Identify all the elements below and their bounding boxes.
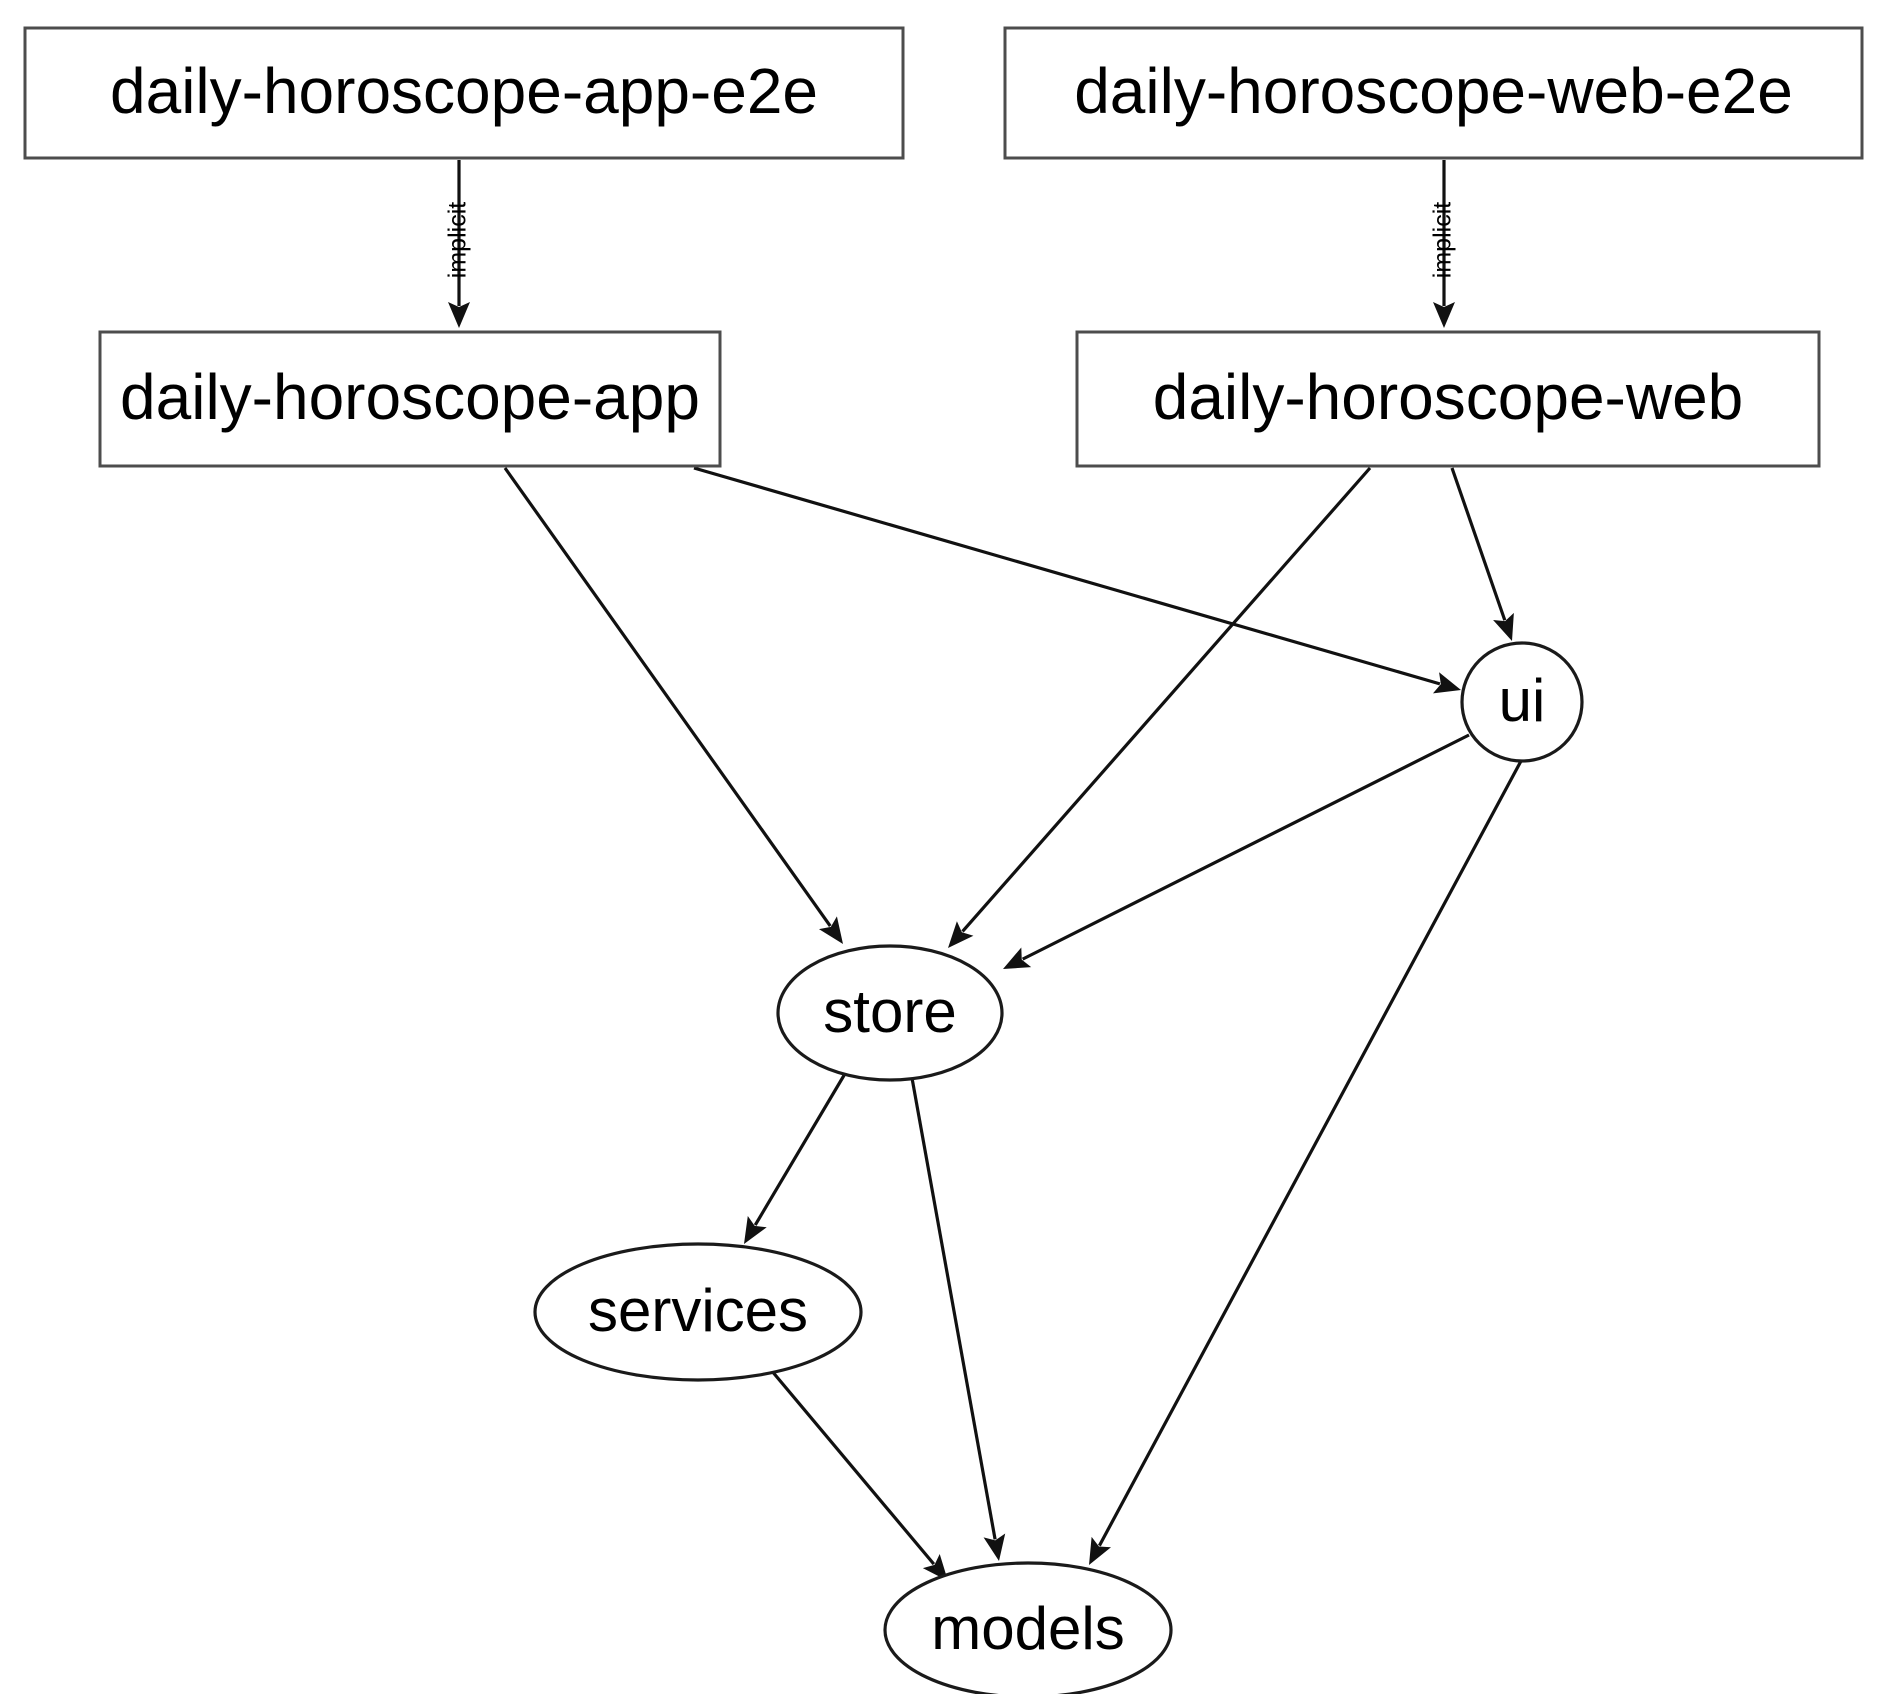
graph-edge-store-to-services bbox=[753, 1071, 848, 1226]
arrowhead-icon bbox=[1433, 302, 1455, 328]
node-label: daily-horoscope-web-e2e bbox=[1074, 55, 1793, 127]
node-label: services bbox=[588, 1277, 808, 1344]
edges-layer bbox=[448, 160, 1523, 1581]
node-shape-rect[interactable] bbox=[23, 26, 905, 160]
arrowhead-icon bbox=[1432, 672, 1461, 694]
node-shape-rect[interactable] bbox=[1075, 330, 1821, 468]
node-label: ui bbox=[1499, 667, 1546, 734]
node-label: daily-horoscope-web bbox=[1153, 361, 1744, 433]
node-shape-rect[interactable] bbox=[98, 330, 722, 468]
arrowhead-icon bbox=[818, 916, 843, 944]
edge-labels-layer: implicit implicit bbox=[444, 202, 1457, 278]
graph-node-daily-horoscope-app-e2e[interactable]: daily-horoscope-app-e2e bbox=[23, 26, 905, 160]
graph-node-services[interactable]: services bbox=[533, 1242, 863, 1382]
graph-edge-services-to-models bbox=[764, 1362, 936, 1566]
graph-edge-ui-to-models bbox=[1098, 760, 1523, 1547]
graph-edge-store-to-models bbox=[910, 1077, 997, 1540]
graph-edge-daily-horoscope-web-to-ui bbox=[1450, 467, 1507, 621]
graph-edge-daily-horoscope-app-to-ui bbox=[693, 466, 1441, 686]
node-shape-ellipse[interactable] bbox=[1460, 641, 1584, 763]
graph-node-daily-horoscope-app[interactable]: daily-horoscope-app bbox=[98, 330, 722, 468]
arrowhead-icon bbox=[448, 302, 470, 328]
graph-edge-daily-horoscope-web-to-store bbox=[961, 466, 1372, 933]
graph-node-store[interactable]: store bbox=[776, 944, 1004, 1082]
graph-node-daily-horoscope-web-e2e[interactable]: daily-horoscope-web-e2e bbox=[1003, 26, 1864, 160]
graph-node-ui[interactable]: ui bbox=[1460, 641, 1584, 763]
graph-edge-ui-to-store bbox=[1021, 733, 1470, 961]
node-label: daily-horoscope-app-e2e bbox=[110, 55, 818, 127]
graph-node-daily-horoscope-web[interactable]: daily-horoscope-web bbox=[1075, 330, 1821, 468]
node-label: models bbox=[931, 1595, 1124, 1662]
arrowhead-icon bbox=[1089, 1536, 1111, 1565]
nodes-layer: daily-horoscope-app-e2e daily-horoscope-w… bbox=[23, 26, 1864, 1694]
node-shape-rect[interactable] bbox=[1003, 26, 1864, 160]
node-shape-ellipse[interactable] bbox=[776, 944, 1004, 1082]
graph-edge-daily-horoscope-app-to-store bbox=[503, 467, 832, 927]
arrowhead-icon bbox=[983, 1533, 1006, 1561]
edge-label-e1: implicit bbox=[444, 202, 472, 278]
edge-label-e2: implicit bbox=[1429, 202, 1457, 278]
node-shape-ellipse[interactable] bbox=[533, 1242, 863, 1382]
node-label: store bbox=[823, 978, 956, 1045]
arrowhead-icon bbox=[948, 921, 974, 948]
arrowhead-icon bbox=[1003, 947, 1032, 969]
arrowhead-icon bbox=[1493, 612, 1514, 641]
node-shape-ellipse[interactable] bbox=[883, 1561, 1173, 1694]
arrowhead-icon bbox=[922, 1554, 948, 1581]
node-label: daily-horoscope-app bbox=[120, 361, 700, 433]
arrowhead-icon bbox=[744, 1216, 767, 1244]
graph-node-models[interactable]: models bbox=[883, 1561, 1173, 1694]
